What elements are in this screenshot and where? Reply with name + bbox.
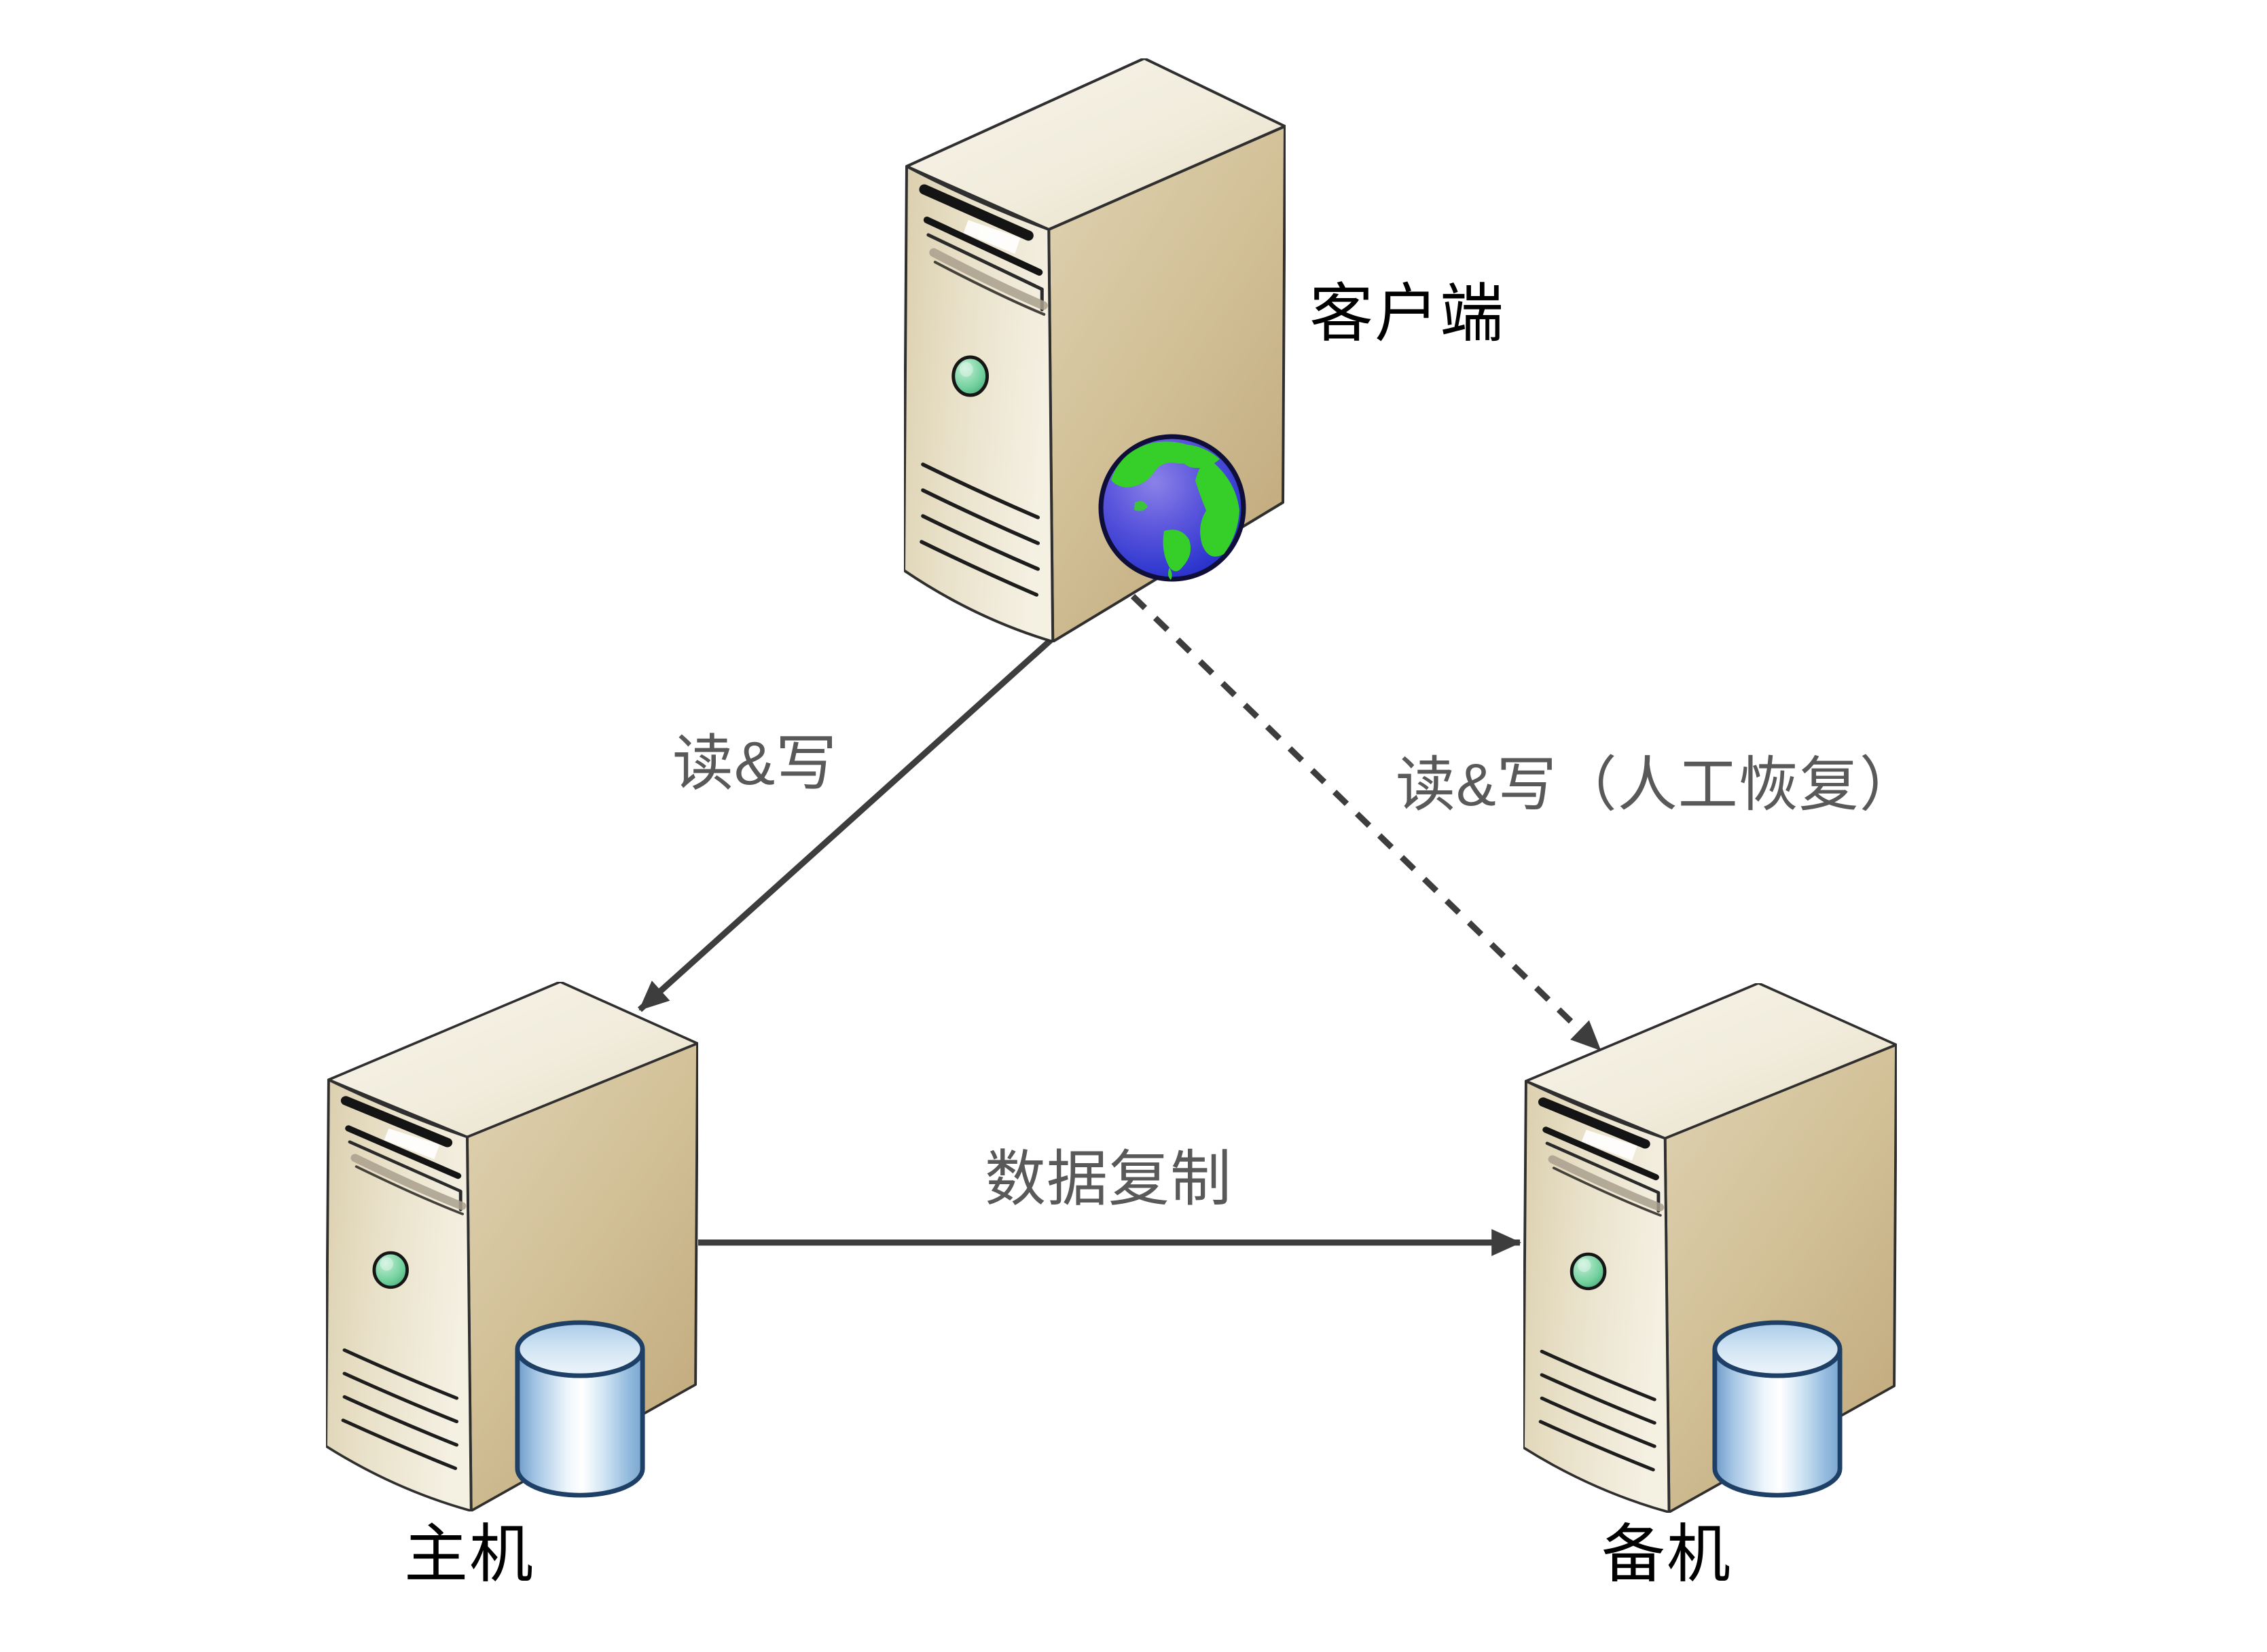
edge-label-read-write-manual-recovery: 读&写（人工恢复） <box>1396 751 1920 818</box>
arrow-client-to-backup-dashed <box>1130 593 1603 1052</box>
client-label: 客户端 <box>1309 278 1506 349</box>
arrow-client-to-primary <box>637 576 1122 1012</box>
database-icon <box>513 1319 647 1499</box>
globe-icon <box>1096 432 1248 584</box>
edge-label-data-replication: 数据复制 <box>985 1145 1232 1213</box>
edge-label-read-write: 读&写 <box>672 730 838 798</box>
database-icon <box>1711 1319 1844 1499</box>
backup-label: 备机 <box>1601 1518 1733 1590</box>
primary-label: 主机 <box>404 1518 535 1590</box>
